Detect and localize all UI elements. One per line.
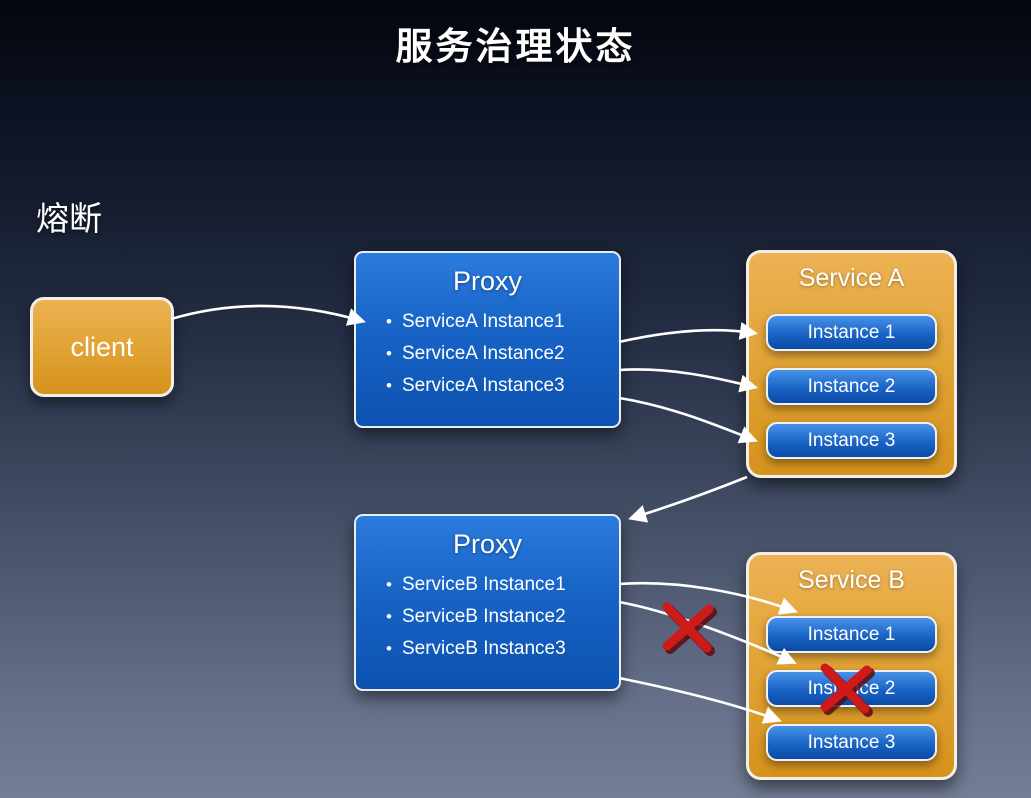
arrow-proxy-a-to-instance-2 bbox=[618, 368, 758, 393]
service-b-node: Service B Instance 1 Instance 2 Instance… bbox=[746, 552, 957, 780]
service-a-node: Service A Instance 1 Instance 2 Instance… bbox=[746, 250, 957, 478]
service-b-title: Service B bbox=[798, 566, 905, 594]
page-title: 服务治理状态 bbox=[395, 26, 636, 67]
proxy-a-list: ServiceA Instance1 ServiceA Instance2 Se… bbox=[386, 306, 619, 402]
proxy-a-node: Proxy ServiceA Instance1 ServiceA Instan… bbox=[354, 251, 621, 428]
service-b-instance-2: Instance 2 bbox=[766, 670, 937, 707]
proxy-b-node: Proxy ServiceB Instance1 ServiceB Instan… bbox=[354, 514, 621, 691]
client-label: client bbox=[70, 331, 134, 362]
arrow-proxy-a-to-instance-3 bbox=[618, 396, 758, 444]
arrow-service-a-to-proxy-b bbox=[628, 475, 748, 523]
client-node: client bbox=[30, 297, 174, 397]
proxy-b-list-item: ServiceB Instance2 bbox=[386, 601, 619, 633]
section-label-circuit-breaker: 熔断 bbox=[36, 200, 102, 237]
proxy-a-title: Proxy bbox=[452, 266, 523, 296]
proxy-b-list-item: ServiceB Instance3 bbox=[386, 633, 619, 665]
proxy-a-list-item: ServiceA Instance1 bbox=[386, 306, 619, 338]
arrow-proxy-a-to-instance-1 bbox=[618, 321, 759, 344]
arrow-client-to-proxy-a bbox=[170, 304, 366, 326]
failure-x-icon bbox=[662, 602, 717, 656]
proxy-b-title: Proxy bbox=[452, 529, 523, 559]
service-a-instance-2: Instance 2 bbox=[766, 368, 937, 405]
service-a-instance-1: Instance 1 bbox=[766, 314, 937, 351]
service-b-instance-1: Instance 1 bbox=[766, 616, 937, 653]
proxy-b-list: ServiceB Instance1 ServiceB Instance2 Se… bbox=[386, 569, 619, 665]
proxy-a-list-item: ServiceA Instance2 bbox=[386, 338, 619, 370]
service-a-instance-3: Instance 3 bbox=[766, 422, 937, 459]
proxy-b-list-item: ServiceB Instance1 bbox=[386, 569, 619, 601]
service-a-title: Service A bbox=[798, 264, 905, 292]
service-b-instance-3: Instance 3 bbox=[766, 724, 937, 761]
proxy-a-list-item: ServiceA Instance3 bbox=[386, 370, 619, 402]
